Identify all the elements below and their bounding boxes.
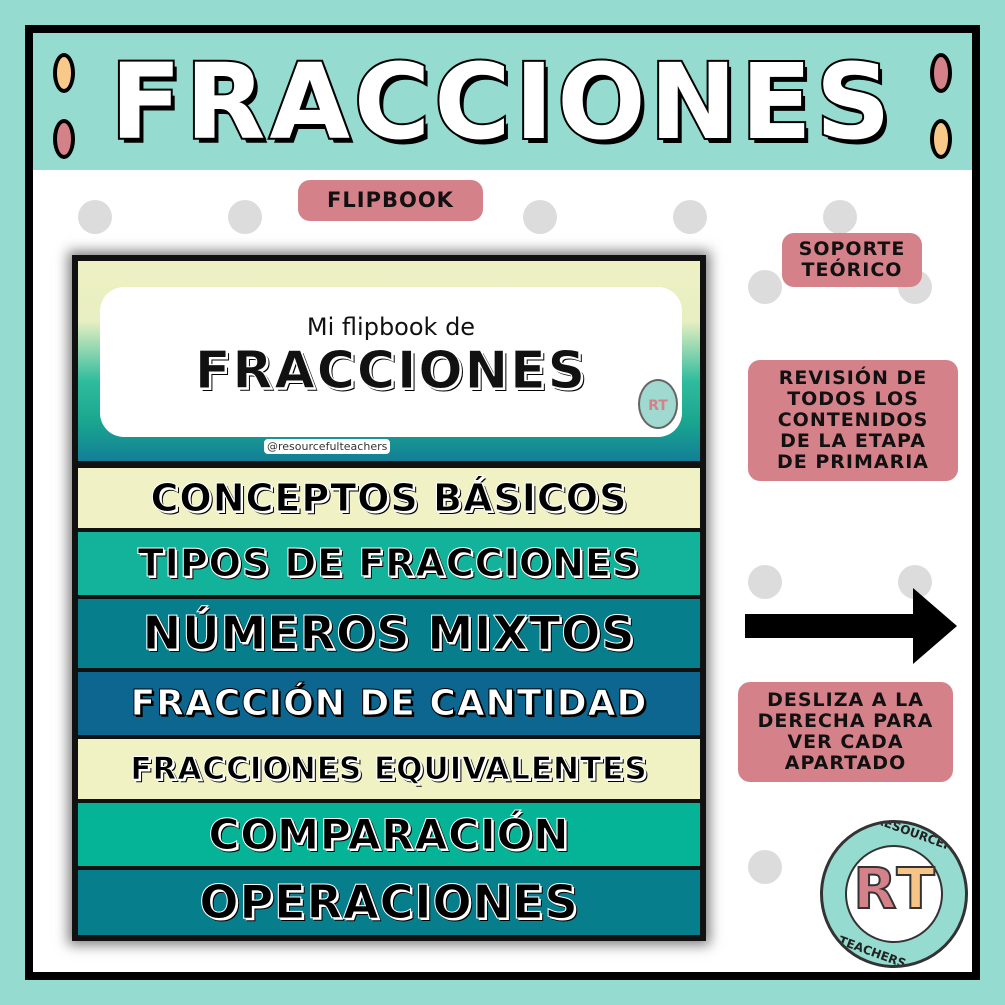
tab-numeros-mixtos[interactable]: NÚMEROS MIXTOS: [78, 599, 700, 668]
logo-inner: [845, 845, 943, 943]
decor-dot: [930, 53, 952, 93]
cover-title: FRACCIONES: [194, 341, 588, 402]
flipbook-cover[interactable]: Mi flipbook de FRACCIONES RT @resourcefu…: [78, 261, 700, 461]
desliza-badge: DESLIZA A LA DERECHA PARA VER CADA APART…: [738, 682, 953, 782]
soporte-badge: SOPORTE TEÓRICO: [782, 233, 922, 287]
flipbook-badge: FLIPBOOK: [298, 180, 483, 221]
page-title: FRACCIONES: [108, 39, 895, 165]
grey-dot: [748, 850, 782, 884]
tab-fraccion-de-cantidad[interactable]: FRACCIÓN DE CANTIDAD: [78, 672, 700, 735]
mini-logo: RT: [638, 379, 678, 429]
logo-r: R: [852, 856, 897, 923]
grey-dot: [823, 200, 857, 234]
cover-card: Mi flipbook de FRACCIONES: [100, 287, 682, 437]
tab-comparacion[interactable]: COMPARACIÓN: [78, 803, 700, 866]
grey-dot: [78, 200, 112, 234]
logo-t: T: [895, 856, 935, 923]
logo-monogram: RT: [823, 856, 965, 923]
cover-handle: @resourcefulteachers: [264, 439, 391, 454]
tab-tipos-de-fracciones[interactable]: TIPOS DE FRACCIONES: [78, 532, 700, 595]
tab-operaciones[interactable]: OPERACIONES: [78, 870, 700, 935]
grey-dot: [748, 565, 782, 599]
cover-subtitle: Mi flipbook de: [306, 313, 476, 341]
tab-conceptos-basicos[interactable]: CONCEPTOS BÁSICOS: [78, 468, 700, 528]
grey-dot: [228, 200, 262, 234]
tab-fracciones-equivalentes[interactable]: FRACCIONES EQUIVALENTES: [78, 739, 700, 799]
resourceful-teachers-logo: RESOURCEFUL RT TEACHERS: [820, 820, 968, 968]
decor-dot: [53, 119, 75, 159]
grey-dot: [523, 200, 557, 234]
arrow-right-icon: [745, 588, 957, 664]
grey-dot: [673, 200, 707, 234]
header: FRACCIONES: [33, 33, 972, 170]
decor-dot: [53, 53, 75, 93]
revision-badge: REVISIÓN DE TODOS LOS CONTENIDOS DE LA E…: [748, 360, 958, 481]
grey-dot: [748, 270, 782, 304]
flipbook: Mi flipbook de FRACCIONES RT @resourcefu…: [72, 255, 706, 941]
decor-dot: [930, 119, 952, 159]
